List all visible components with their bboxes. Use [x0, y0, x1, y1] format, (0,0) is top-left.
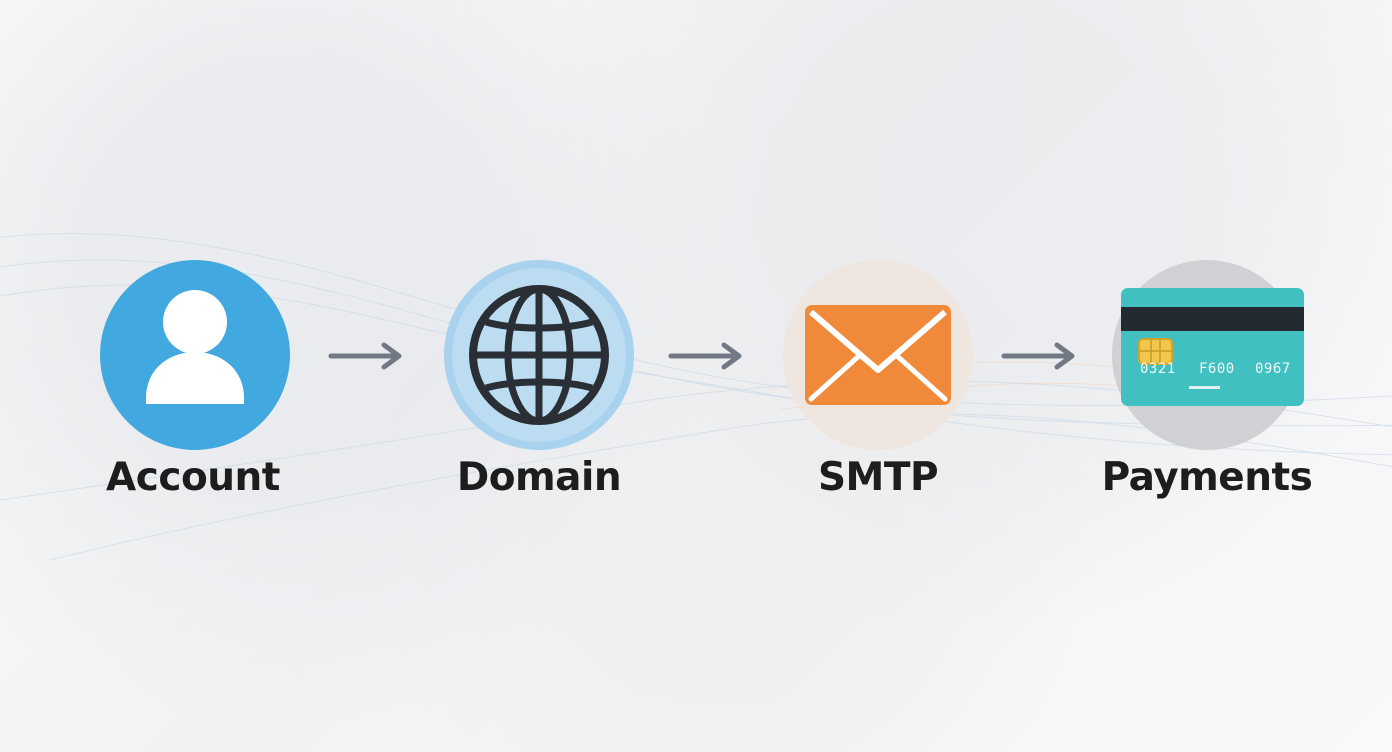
payments-label: Payments [1101, 455, 1313, 500]
domain-node [444, 260, 634, 450]
account-label: Account [106, 455, 280, 500]
envelope-icon [805, 305, 951, 405]
card-number-part-2: F600 [1199, 361, 1235, 377]
card-number-part-1: 0321 [1140, 361, 1176, 377]
arrow-icon-3 [1001, 342, 1075, 370]
globe-icon [469, 285, 609, 425]
card-number-part-3: 0967 [1255, 361, 1291, 377]
user-icon [146, 290, 244, 404]
smtp-node [783, 260, 973, 450]
account-node [100, 260, 290, 450]
domain-label: Domain [456, 455, 622, 500]
arrow-icon-2 [668, 342, 742, 370]
arrow-icon-1 [328, 342, 402, 370]
smtp-label: SMTP [817, 455, 939, 500]
credit-card-icon: 0321 F600 0967 [1121, 288, 1304, 406]
